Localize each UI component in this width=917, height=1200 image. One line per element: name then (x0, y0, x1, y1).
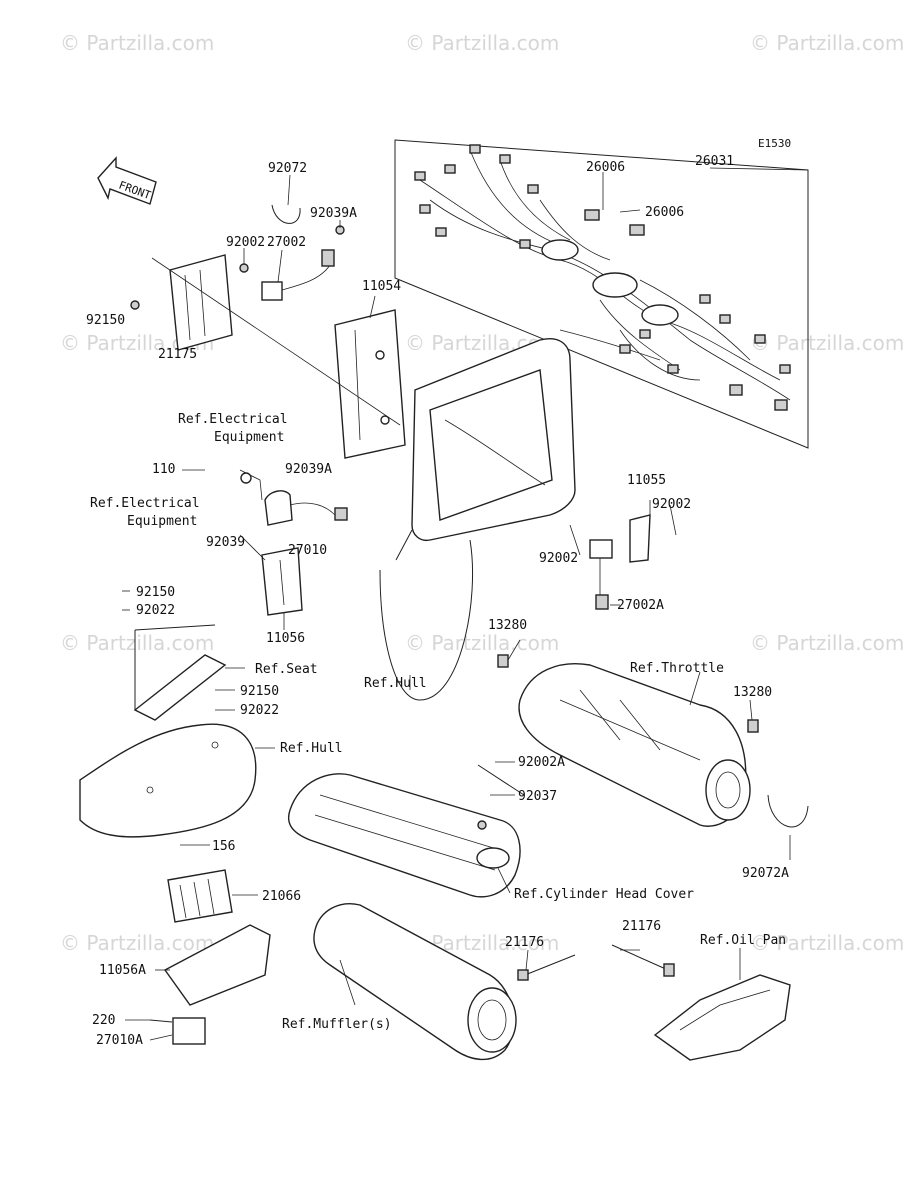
watermark: © Partzilla.com (750, 931, 904, 955)
seat-bracket (133, 624, 227, 721)
label-92072A[interactable]: 92072A (742, 866, 789, 881)
label-92002[interactable]: 92002 (226, 235, 265, 250)
label-92002[interactable]: 92002 (652, 497, 691, 512)
relay-27010A[interactable] (149, 1017, 206, 1045)
label-21175[interactable]: 21175 (158, 347, 197, 362)
label-92037[interactable]: 92037 (518, 789, 557, 804)
clip-92072A[interactable] (767, 794, 809, 828)
label-ref-hull[interactable]: Ref.Hull (280, 741, 343, 756)
sensor-92002A[interactable] (477, 764, 525, 796)
watermark: © Partzilla.com (750, 631, 904, 655)
label-92002[interactable]: 92002 (539, 551, 578, 566)
bracket-11056[interactable] (261, 547, 303, 616)
label-92039A[interactable]: 92039A (285, 462, 332, 477)
label-21066[interactable]: 21066 (262, 889, 301, 904)
label-220[interactable]: 220 (92, 1013, 115, 1028)
hull-lower (79, 723, 257, 838)
label-27002[interactable]: 27002 (267, 235, 306, 250)
regulator-21066[interactable] (167, 869, 233, 923)
label-27010[interactable]: 27010 (288, 543, 327, 558)
label-11055[interactable]: 11055 (627, 473, 666, 488)
label-13280[interactable]: 13280 (488, 618, 527, 633)
bolt-92150[interactable] (130, 300, 140, 310)
watermark: © Partzilla.com (60, 931, 214, 955)
oil-pan (653, 974, 791, 1061)
relay-27002A[interactable] (589, 514, 651, 610)
watermark: © Partzilla.com (405, 31, 559, 55)
relay-27002[interactable] (261, 249, 335, 301)
label-27010A[interactable]: 27010A (96, 1033, 143, 1048)
clip-92072[interactable] (271, 204, 301, 224)
label-ref-electrical-equipment[interactable]: Ref.Electrical (178, 412, 288, 427)
label-ref-oil-pan[interactable]: Ref.Oil Pan (700, 933, 786, 948)
watermark: © Partzilla.com (750, 31, 904, 55)
watermark: © Partzilla.com (60, 631, 214, 655)
label-92022[interactable]: 92022 (240, 703, 279, 718)
label-11054[interactable]: 11054 (362, 279, 401, 294)
bracket-11056A[interactable] (163, 924, 271, 1006)
label-ref-cylinder-head-cover[interactable]: Ref.Cylinder Head Cover (514, 887, 694, 902)
bolt-92002[interactable] (239, 263, 249, 273)
cylinder-head-cover (287, 773, 521, 898)
hull-panel (379, 338, 576, 701)
wire-harness-26031[interactable] (394, 139, 809, 449)
label-110[interactable]: 110 (152, 462, 175, 477)
label-ref-electrical-equipment[interactable]: Equipment (127, 514, 197, 529)
washer-92037[interactable] (477, 820, 487, 830)
sensor-21176-a[interactable] (517, 954, 576, 981)
label-ref-hull[interactable]: Ref.Hull (364, 676, 427, 691)
label-ref-electrical-equipment[interactable]: Ref.Electrical (90, 496, 200, 511)
label-27002A[interactable]: 27002A (617, 598, 664, 613)
label-11056[interactable]: 11056 (266, 631, 305, 646)
watermark: © Partzilla.com (750, 331, 904, 355)
label-26006[interactable]: 26006 (645, 205, 684, 220)
watermark: © Partzilla.com (405, 631, 559, 655)
clamp-13280[interactable] (497, 654, 509, 668)
throttle-body (518, 663, 751, 827)
clamp-13280[interactable] (747, 719, 759, 733)
label-92150[interactable]: 92150 (86, 313, 125, 328)
label-13280[interactable]: 13280 (733, 685, 772, 700)
label-156[interactable]: 156 (212, 839, 235, 854)
bracket-11054[interactable] (334, 309, 406, 459)
label-92039A[interactable]: 92039A (310, 206, 357, 221)
label-ref-seat[interactable]: Ref.Seat (255, 662, 318, 677)
label-92150[interactable]: 92150 (136, 585, 175, 600)
label-92002A[interactable]: 92002A (518, 755, 565, 770)
label-92022[interactable]: 92022 (136, 603, 175, 618)
label-ref-throttle[interactable]: Ref.Throttle (630, 661, 724, 676)
label-21176[interactable]: 21176 (505, 935, 544, 950)
front-arrow-icon: FRONT (97, 156, 157, 205)
muffler (313, 903, 517, 1061)
label-92039[interactable]: 92039 (206, 535, 245, 550)
label-92072[interactable]: 92072 (268, 161, 307, 176)
sensor-21176-b[interactable] (611, 944, 675, 977)
leader-lines (122, 167, 809, 1041)
ecu-21175[interactable] (169, 254, 233, 351)
label-11056A[interactable]: 11056A (99, 963, 146, 978)
part-labels: 92072 92039A 92002 27002 11054 92150 211… (86, 154, 789, 1048)
diagram-code: E1530 (758, 137, 791, 150)
label-ref-muffler[interactable]: Ref.Muffler(s) (282, 1017, 392, 1032)
label-ref-electrical-equipment[interactable]: Equipment (214, 430, 284, 445)
label-26006[interactable]: 26006 (586, 160, 625, 175)
label-92150[interactable]: 92150 (240, 684, 279, 699)
relay-27010[interactable] (239, 469, 348, 526)
label-21176[interactable]: 21176 (622, 919, 661, 934)
label-26031[interactable]: 26031 (695, 154, 734, 169)
watermark: © Partzilla.com (60, 31, 214, 55)
